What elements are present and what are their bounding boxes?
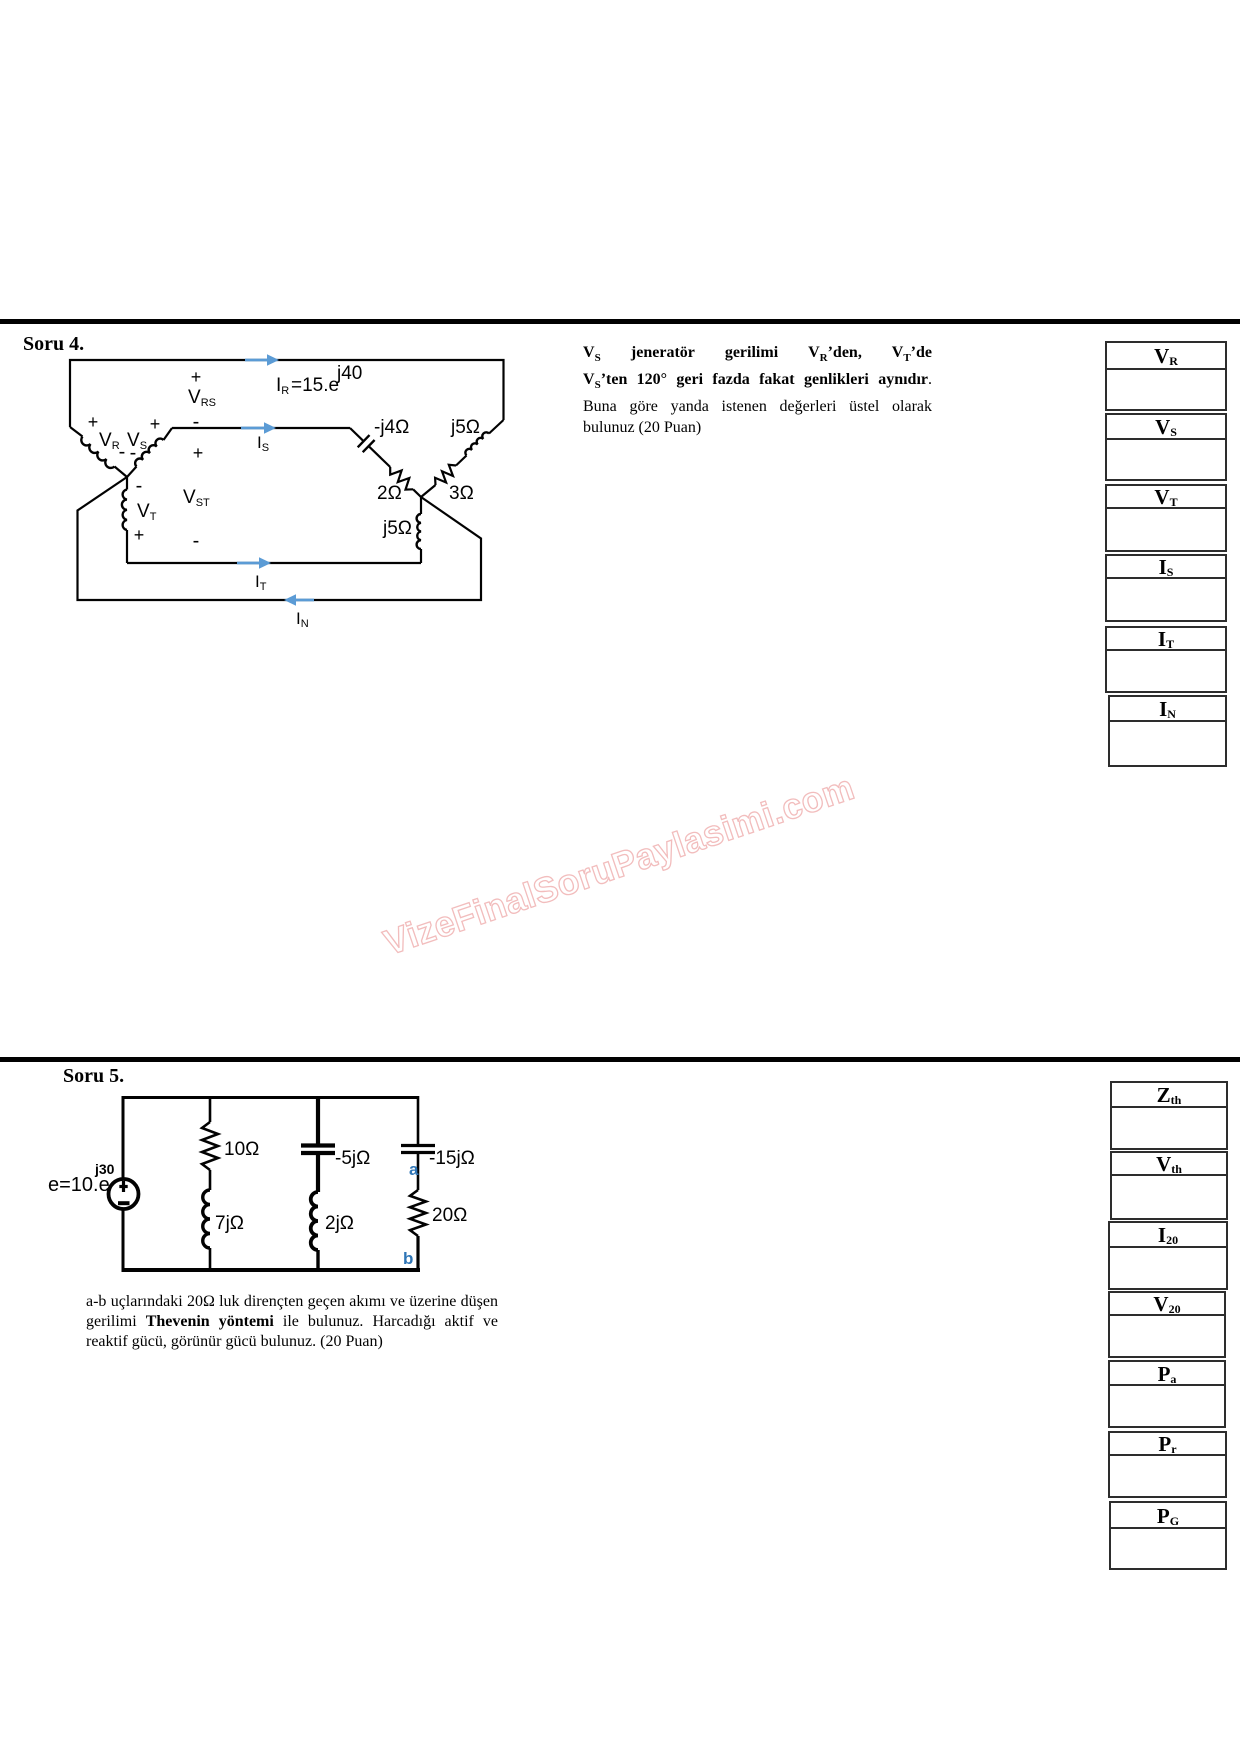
svg-text:IR: IR: [276, 375, 289, 397]
svg-text:VT: VT: [137, 501, 157, 523]
svg-text:-: -: [136, 475, 143, 497]
svg-text:+: +: [193, 443, 204, 463]
svg-text:-: -: [130, 442, 137, 464]
svg-text:-: -: [119, 441, 126, 463]
svg-text:+: +: [88, 412, 99, 432]
svg-text:7jΩ: 7jΩ: [215, 1213, 244, 1234]
svg-text:10Ω: 10Ω: [224, 1139, 259, 1160]
svg-text:IN: IN: [296, 609, 309, 630]
svg-text:VRS: VRS: [188, 387, 216, 409]
svg-text:e=10.e: e=10.e: [48, 1174, 110, 1196]
svg-text:+: +: [150, 414, 161, 434]
svg-text:j40: j40: [336, 363, 362, 384]
svg-text:a: a: [409, 1160, 419, 1179]
svg-text:VST: VST: [183, 487, 210, 509]
svg-text:20Ω: 20Ω: [432, 1205, 467, 1226]
svg-text:2jΩ: 2jΩ: [325, 1213, 354, 1234]
svg-text:3Ω: 3Ω: [449, 483, 474, 504]
svg-text:+: +: [191, 367, 202, 387]
svg-text:VR: VR: [99, 430, 120, 452]
svg-text:IT: IT: [255, 572, 267, 593]
svg-text:-: -: [193, 530, 200, 552]
svg-text:b: b: [403, 1249, 413, 1268]
svg-text:j5Ω: j5Ω: [450, 417, 480, 438]
svg-text:-j4Ω: -j4Ω: [374, 417, 409, 438]
svg-text:IS: IS: [257, 433, 269, 454]
svg-text:+: +: [134, 525, 145, 545]
svg-text:2Ω: 2Ω: [377, 483, 402, 504]
svg-text:=15.e: =15.e: [291, 375, 339, 396]
svg-text:j30: j30: [94, 1161, 115, 1177]
svg-text:-15jΩ: -15jΩ: [429, 1148, 475, 1169]
svg-text:j5Ω: j5Ω: [382, 518, 412, 539]
svg-text:-: -: [193, 411, 200, 433]
svg-text:-5jΩ: -5jΩ: [335, 1148, 370, 1169]
